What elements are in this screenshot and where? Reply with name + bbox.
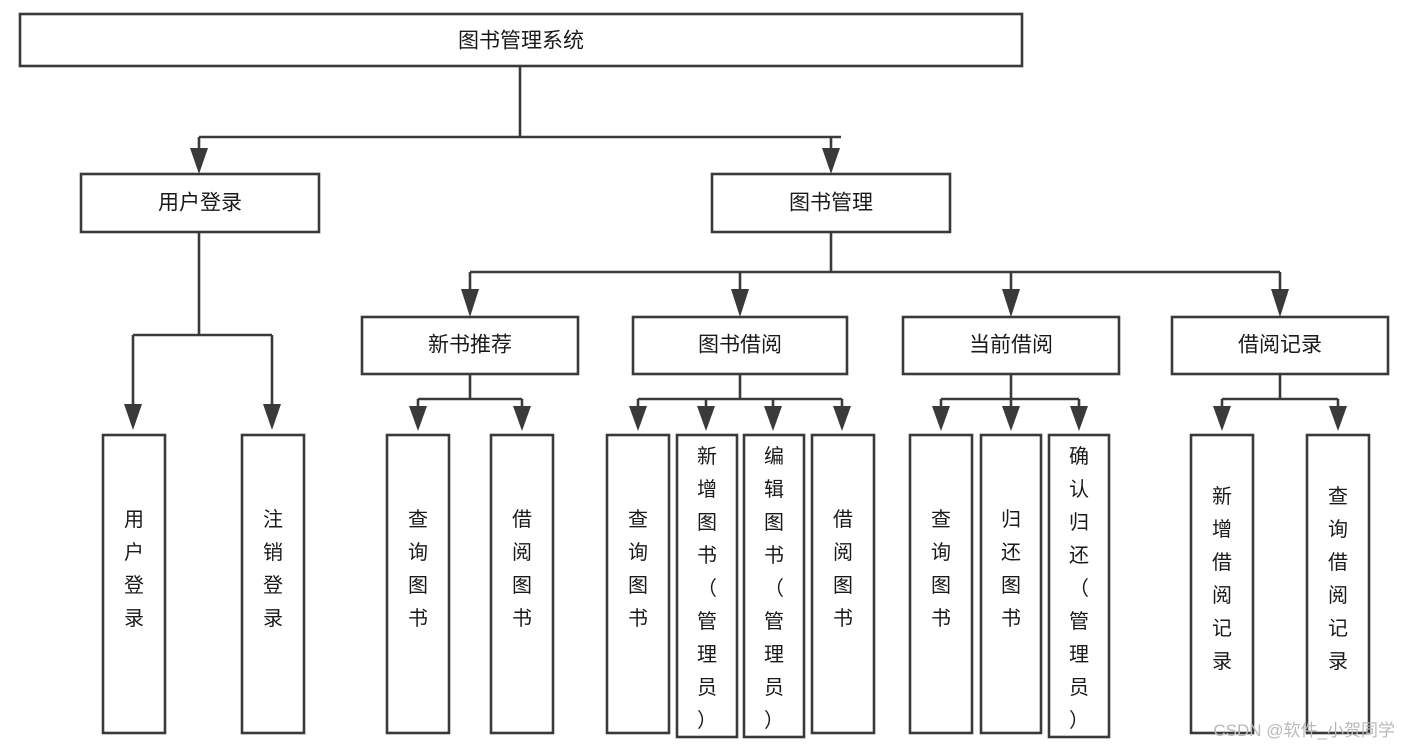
- node-box-shape: [901, 315, 1121, 376]
- leaf-label: 借阅图书: [833, 508, 853, 630]
- leaf-label: 查询图书: [628, 508, 648, 630]
- leaf-node[interactable]: 归还图书: [979, 433, 1043, 735]
- node-box-shape: [631, 315, 849, 376]
- node-label: 图书管理: [789, 192, 873, 215]
- leaf-label: 确认归还（管理员）: [1069, 445, 1089, 732]
- node-label: 图书管理系统: [458, 30, 584, 53]
- leaf-node[interactable]: 查询图书: [908, 433, 974, 735]
- arrow-head-icon: [1329, 406, 1347, 431]
- node-box-shape: [1170, 315, 1390, 376]
- node-label: 当前借阅: [969, 334, 1053, 357]
- node-box-shape: [240, 433, 306, 735]
- connector-userlogin-to-leaves: [124, 232, 281, 430]
- leaf-node[interactable]: 查询图书: [605, 433, 671, 735]
- node-current-borrow[interactable]: 当前借阅: [901, 315, 1121, 376]
- node-box-shape: [908, 433, 974, 735]
- arrow-head-icon: [461, 289, 479, 317]
- arrow-head-icon: [1271, 289, 1289, 317]
- leaf-label: 查询借阅记录: [1328, 485, 1348, 673]
- node-box-shape: [79, 172, 321, 234]
- arrow-head-icon: [1002, 406, 1020, 431]
- leaf-node[interactable]: 用户登录: [101, 433, 167, 735]
- leaf-label: 借阅图书: [512, 508, 532, 630]
- arrow-head-icon: [731, 289, 749, 317]
- leaf-label: 新增借阅记录: [1212, 485, 1232, 673]
- leaf-node[interactable]: 借阅图书: [489, 433, 555, 735]
- node-box-shape: [605, 433, 671, 735]
- arrow-head-icon: [1213, 406, 1231, 431]
- csdn-watermark: CSDN @软件_小贺同学: [1213, 721, 1395, 740]
- leaf-label: 归还图书: [1001, 508, 1021, 630]
- node-new-book-recommend[interactable]: 新书推荐: [360, 315, 580, 376]
- connector-borrowrecord-to-leaves: [1213, 374, 1347, 431]
- node-box-shape: [360, 315, 580, 376]
- node-label: 用户登录: [158, 192, 242, 215]
- leaf-node[interactable]: 查询借阅记录: [1305, 433, 1371, 735]
- node-box-shape: [489, 433, 555, 735]
- node-box-shape: [979, 433, 1043, 735]
- leaf-node[interactable]: 新增借阅记录: [1189, 433, 1255, 735]
- leaf-node[interactable]: 注销登录: [240, 433, 306, 735]
- leaf-node[interactable]: 借阅图书: [810, 433, 876, 735]
- node-label: 新书推荐: [428, 334, 512, 357]
- leaf-label: 查询图书: [931, 508, 951, 630]
- node-box-shape: [1047, 433, 1111, 739]
- connector-bookmgmt-to-level2: [461, 232, 1289, 317]
- arrow-head-icon: [263, 404, 281, 430]
- node-box-shape: [1189, 433, 1255, 735]
- arrow-head-icon: [764, 406, 782, 431]
- node-box-shape: [385, 433, 451, 735]
- arrow-head-icon: [1002, 289, 1020, 317]
- leaf-label: 编辑图书（管理员）: [764, 445, 784, 732]
- node-box-shape: [675, 433, 739, 739]
- leaf-node[interactable]: 查询图书: [385, 433, 451, 735]
- node-label: 图书借阅: [698, 334, 782, 357]
- leaf-label: 用户登录: [124, 509, 144, 630]
- leaf-label: 查询图书: [408, 508, 428, 630]
- node-box-shape: [18, 12, 1024, 68]
- node-box-shape: [101, 433, 167, 735]
- arrow-head-icon: [513, 406, 531, 431]
- connector-bookborrow-to-leaves: [629, 374, 851, 431]
- connector-newbook-to-leaves: [409, 374, 531, 431]
- arrow-head-icon: [124, 404, 142, 430]
- arrow-head-icon: [1070, 406, 1088, 431]
- node-borrow-record[interactable]: 借阅记录: [1170, 315, 1390, 376]
- arrow-head-icon: [822, 148, 840, 174]
- node-book-borrow[interactable]: 图书借阅: [631, 315, 849, 376]
- leaf-node[interactable]: 确认归还（管理员）: [1047, 433, 1111, 739]
- node-book-management[interactable]: 图书管理: [710, 172, 952, 234]
- node-user-login[interactable]: 用户登录: [79, 172, 321, 234]
- arrow-head-icon: [190, 148, 208, 174]
- node-box-shape: [1305, 433, 1371, 735]
- arrow-head-icon: [932, 406, 950, 431]
- leaf-node[interactable]: 新增图书（管理员）: [675, 433, 739, 739]
- arrow-head-icon: [697, 406, 715, 431]
- leaf-node[interactable]: 编辑图书（管理员）: [742, 433, 806, 739]
- arrow-head-icon: [833, 406, 851, 431]
- node-root-system[interactable]: 图书管理系统: [18, 12, 1024, 68]
- connector-currentborrow-to-leaves: [932, 374, 1088, 431]
- node-box-shape: [810, 433, 876, 735]
- node-box-shape: [742, 433, 806, 739]
- arrow-head-icon: [409, 406, 427, 431]
- leaf-label: 注销登录: [263, 508, 283, 630]
- arrow-head-icon: [629, 406, 647, 431]
- leaf-label: 新增图书（管理员）: [697, 445, 717, 732]
- node-label: 借阅记录: [1238, 334, 1322, 357]
- connector-root-to-level1: [190, 66, 841, 174]
- node-box-shape: [710, 172, 952, 234]
